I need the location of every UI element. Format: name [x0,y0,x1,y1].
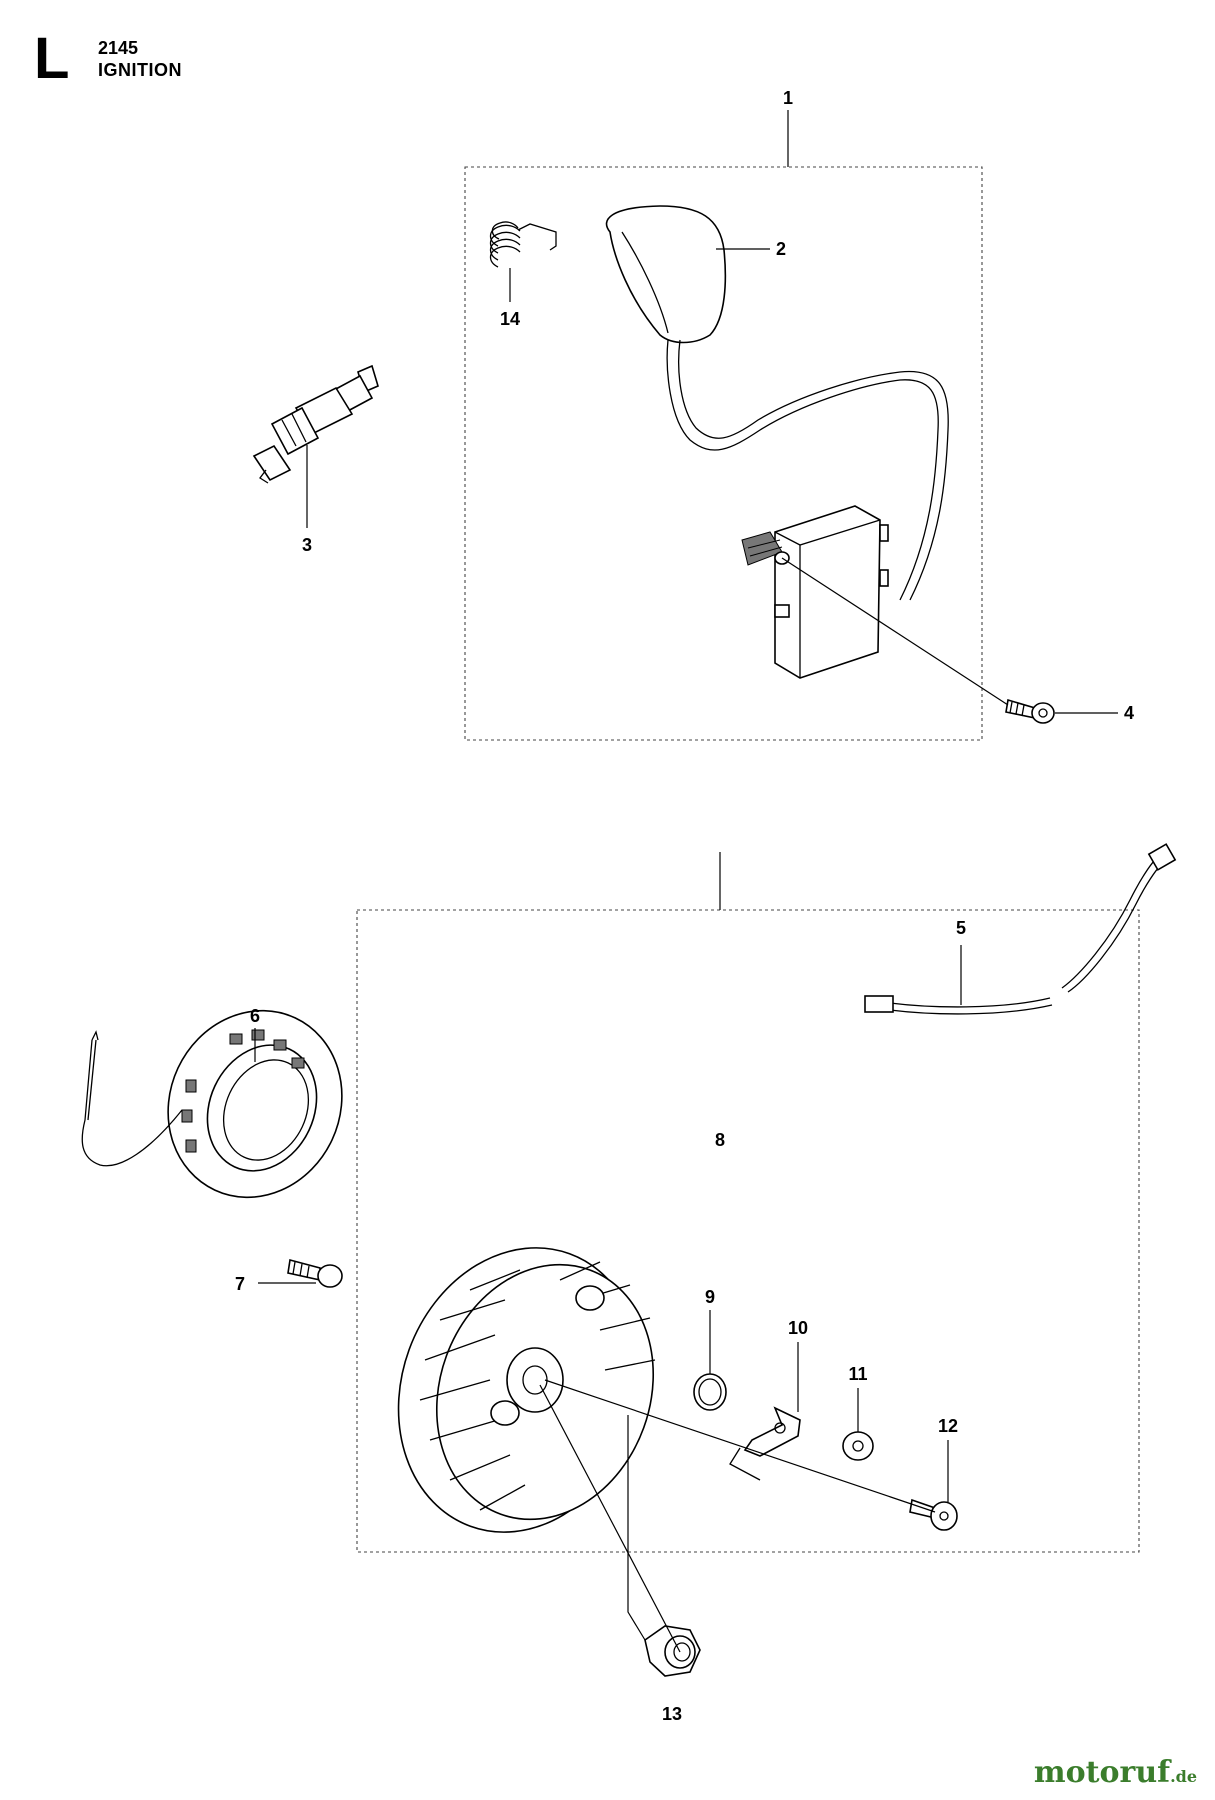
flywheel-assembly-box [356,909,1140,1553]
section-title: IGNITION [98,60,182,80]
stator-part [81,1009,343,1199]
spark-plug-part [252,364,379,484]
spring-part [489,221,557,268]
callout-5: 5 [956,918,966,938]
leader-13 [627,1415,646,1641]
watermark-main: motoruf [1033,1755,1171,1790]
ignition-module-part [741,505,889,679]
flywheel-nut-part [644,1625,701,1677]
nut-axis-line [539,1384,681,1653]
callout-13: 13 [662,1704,682,1724]
washer-part [842,1431,874,1461]
ignition-wire-part [864,843,1177,1015]
flywheel-part [397,1247,656,1533]
spark-plug-cap-part [605,205,949,601]
callout-10: 10 [788,1318,808,1338]
watermark-suffix: .de [1170,1767,1197,1786]
ignition-module-assembly-box [464,166,983,741]
watermark: motoruf.de [1034,1755,1197,1790]
circlip-part [693,1373,727,1411]
callout-2: 2 [776,239,786,259]
callout-12: 12 [938,1416,958,1436]
pawl-bolt-part [909,1498,958,1531]
callout-7: 7 [235,1274,245,1294]
callout-9: 9 [705,1287,715,1307]
leader-4a [781,557,1009,706]
callout-4: 4 [1124,703,1134,723]
module-screw-part [1005,698,1055,724]
callout-11: 11 [848,1364,867,1384]
callout-8: 8 [715,1130,725,1150]
callout-6: 6 [250,1006,260,1026]
callout-1: 1 [783,88,793,108]
callout-3: 3 [302,535,312,555]
assembly-axis-line [544,1379,936,1513]
section-code: 2145 [98,38,139,58]
pawl-part [729,1406,801,1481]
callout-14: 14 [500,309,520,329]
stator-screw-part [287,1258,343,1288]
section-letter: L [34,26,70,91]
